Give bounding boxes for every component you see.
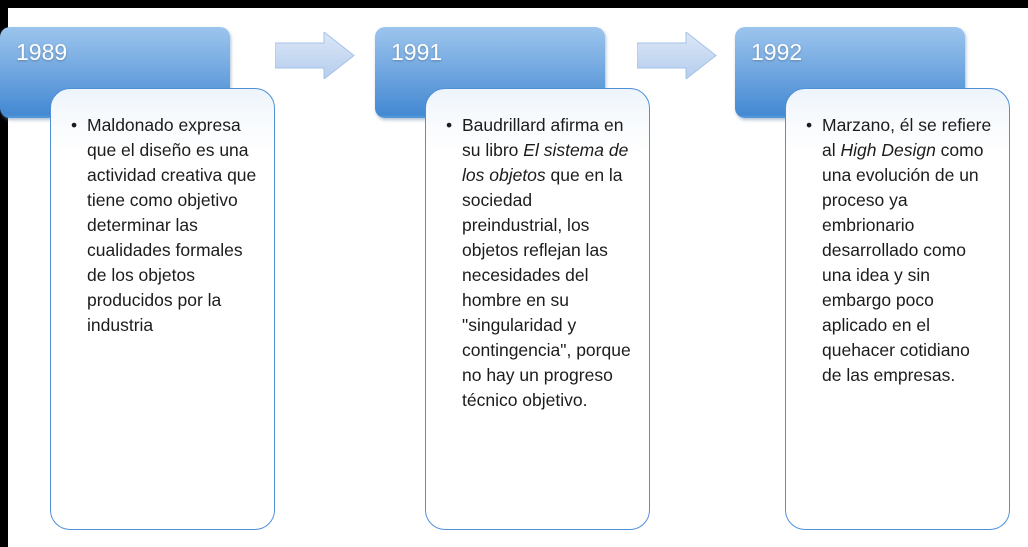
right-arrow-icon <box>275 32 355 79</box>
content-panel: • Baudrillard afirma en su libro El sist… <box>425 88 650 530</box>
bullet-glyph: • <box>806 115 813 135</box>
top-frame-bar <box>0 0 1028 8</box>
content-panel: • Marzano, él se refiere al High Design … <box>785 88 1010 530</box>
year-label: 1989 <box>16 39 68 65</box>
content-panel: • Maldonado expresa que el diseño es una… <box>50 88 275 530</box>
year-label: 1992 <box>751 39 803 65</box>
bullet-item: • Baudrillard afirma en su libro El sist… <box>426 89 649 413</box>
timeline-card-1989: 1989 • Maldonado expresa que el diseño e… <box>0 27 280 530</box>
bullet-item: • Marzano, él se refiere al High Design … <box>786 89 1009 388</box>
left-frame-bar <box>0 0 8 547</box>
bullet-item: • Maldonado expresa que el diseño es una… <box>51 89 274 338</box>
year-label: 1991 <box>391 39 443 65</box>
bullet-glyph: • <box>446 115 453 135</box>
timeline-card-1991: 1991 • Baudrillard afirma en su libro El… <box>375 27 655 530</box>
right-arrow-icon <box>637 32 717 79</box>
bullet-text: Maldonado expresa que el diseño es una a… <box>87 115 257 335</box>
bullet-text: Baudrillard afirma en su libro El sistem… <box>462 115 631 410</box>
bullet-glyph: • <box>71 115 78 135</box>
bullet-text: Marzano, él se refiere al High Design co… <box>822 115 992 385</box>
timeline-card-1992: 1992 • Marzano, él se refiere al High De… <box>735 27 1015 530</box>
